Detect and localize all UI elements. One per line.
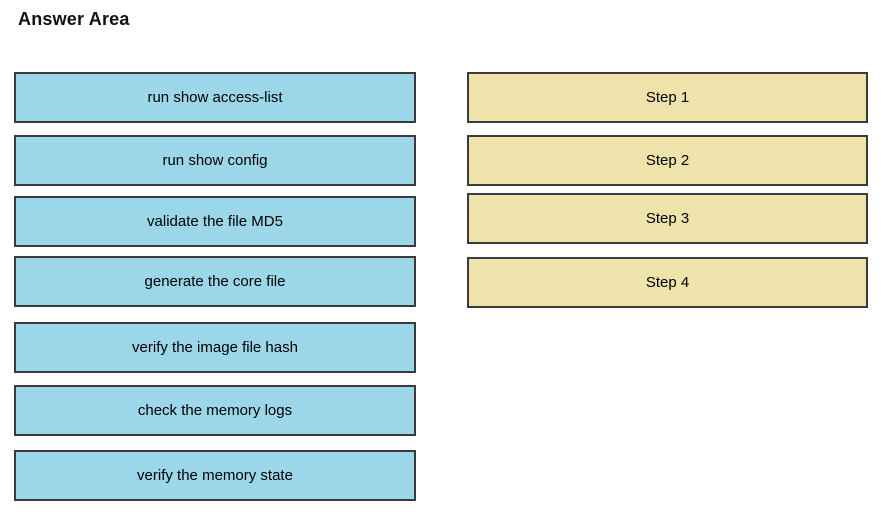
drop-target-step-2[interactable]: Step 2	[467, 135, 868, 186]
target-label: Step 3	[645, 210, 690, 227]
target-label: Step 2	[645, 152, 690, 169]
drop-target-step-4[interactable]: Step 4	[467, 257, 868, 308]
option-label: verify the image file hash	[132, 339, 298, 356]
target-label: Step 1	[645, 89, 690, 106]
option-label: run show config	[162, 152, 268, 169]
option-label: verify the memory state	[137, 467, 293, 484]
option-check-the-memory-logs[interactable]: check the memory logs	[14, 385, 416, 436]
option-label: generate the core file	[144, 273, 286, 290]
option-label: check the memory logs	[137, 402, 293, 419]
page-title: Answer Area	[18, 9, 130, 29]
drop-target-step-1[interactable]: Step 1	[467, 72, 868, 123]
option-generate-the-core-file[interactable]: generate the core file	[14, 256, 416, 307]
target-label: Step 4	[645, 274, 690, 291]
option-run-show-access-list[interactable]: run show access-list	[14, 72, 416, 123]
option-run-show-config[interactable]: run show config	[14, 135, 416, 186]
option-verify-the-memory-state[interactable]: verify the memory state	[14, 450, 416, 501]
option-label: run show access-list	[147, 89, 283, 106]
option-verify-the-image-file-hash[interactable]: verify the image file hash	[14, 322, 416, 373]
option-label: validate the file MD5	[147, 213, 283, 230]
drop-target-step-3[interactable]: Step 3	[467, 193, 868, 244]
option-validate-the-file-md5[interactable]: validate the file MD5	[14, 196, 416, 247]
